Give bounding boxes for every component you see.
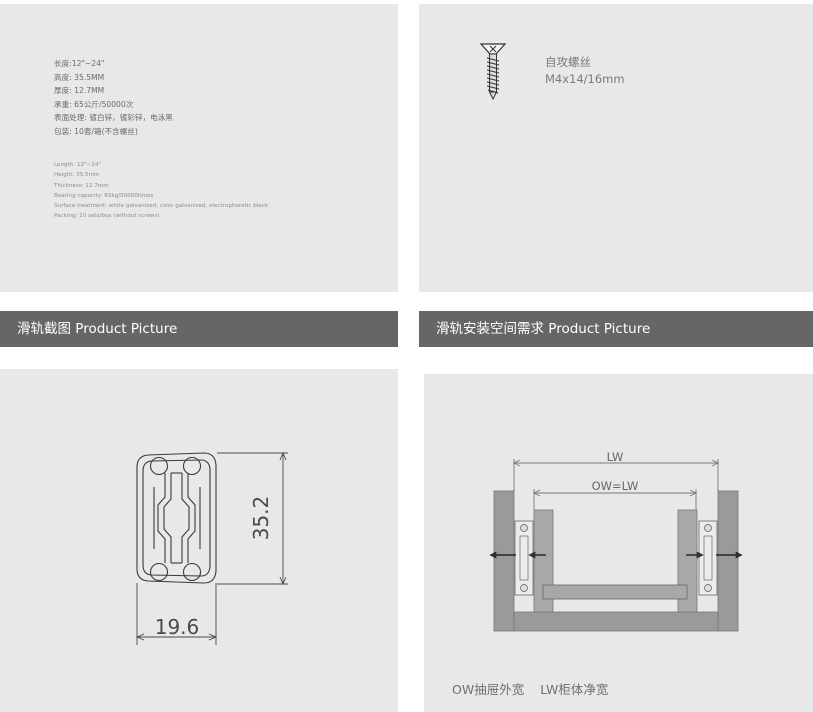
spec-cn-packing: 包装: 10套/箱(不含螺丝)	[54, 126, 138, 136]
cross-section-drawing: 35.2 19.6	[135, 451, 288, 645]
install-legend: OW抽屉外宽 LW柜体净宽	[452, 679, 608, 698]
section-title-product-picture: 滑轨截图 Product Picture	[0, 311, 398, 347]
height-dimension-label: 35.2	[249, 496, 273, 541]
spec-cn-height: 高度: 35.5MM	[54, 72, 105, 82]
screw-icon	[735, 551, 743, 559]
cabinet-wall-left	[493, 490, 515, 632]
spec-en-thickness: Thickness: 12.7mm	[54, 182, 109, 189]
cross-section-panel	[0, 369, 398, 712]
screw-size: M4x14/16mm	[545, 72, 625, 86]
slide-rail-left	[514, 520, 534, 596]
install-space-diagram: LW OW=LW	[489, 450, 743, 632]
spec-cn-length: 长度:12"~24"	[54, 59, 105, 68]
cabinet-bottom	[513, 611, 719, 632]
drawer-bottom	[542, 584, 688, 600]
spec-en-height: Height: 35.5mm	[54, 172, 100, 179]
width-dimension-label: 19.6	[155, 615, 200, 639]
legend-ow: OW抽屉外宽	[452, 682, 525, 697]
ow-dimension-label: OW=LW	[592, 479, 639, 493]
spec-cn-surface: 表面处理: 镀白锌，镀彩锌，电泳黑	[54, 113, 173, 123]
screw-icon	[479, 43, 507, 101]
spec-en-packing: Packing: 10 sets/box (without screws)	[54, 213, 160, 220]
spec-en-surface: Surface treatment: white galvanized, col…	[54, 203, 269, 210]
spec-en-capacity: Bearing capacity: 65kg/50000times	[54, 192, 154, 199]
install-space-panel	[424, 374, 813, 712]
spec-en-list: Length: 12"~24" Height: 35.5mm Thickness…	[54, 160, 268, 222]
spec-en-length: Length: 12"~24"	[54, 162, 102, 168]
spec-cn-list: 长度:12"~24" 高度: 35.5MM 厚度: 12.7MM 承重: 65公…	[54, 57, 173, 139]
cabinet-wall-right	[717, 490, 739, 632]
screw-panel	[419, 4, 813, 292]
spec-panel	[0, 4, 398, 292]
screw-name: 自攻螺丝	[545, 55, 591, 69]
section-title-install-space: 滑轨安装空间需求 Product Picture	[419, 311, 813, 347]
lw-dimension-label: LW	[607, 450, 624, 464]
spec-cn-capacity: 承重: 65公斤/50000次	[54, 99, 134, 109]
legend-lw: LW柜体净宽	[540, 682, 609, 697]
screw-icon	[489, 551, 497, 559]
slide-rail-right	[698, 520, 718, 596]
spec-cn-thickness: 厚度: 12.7MM	[54, 86, 105, 96]
